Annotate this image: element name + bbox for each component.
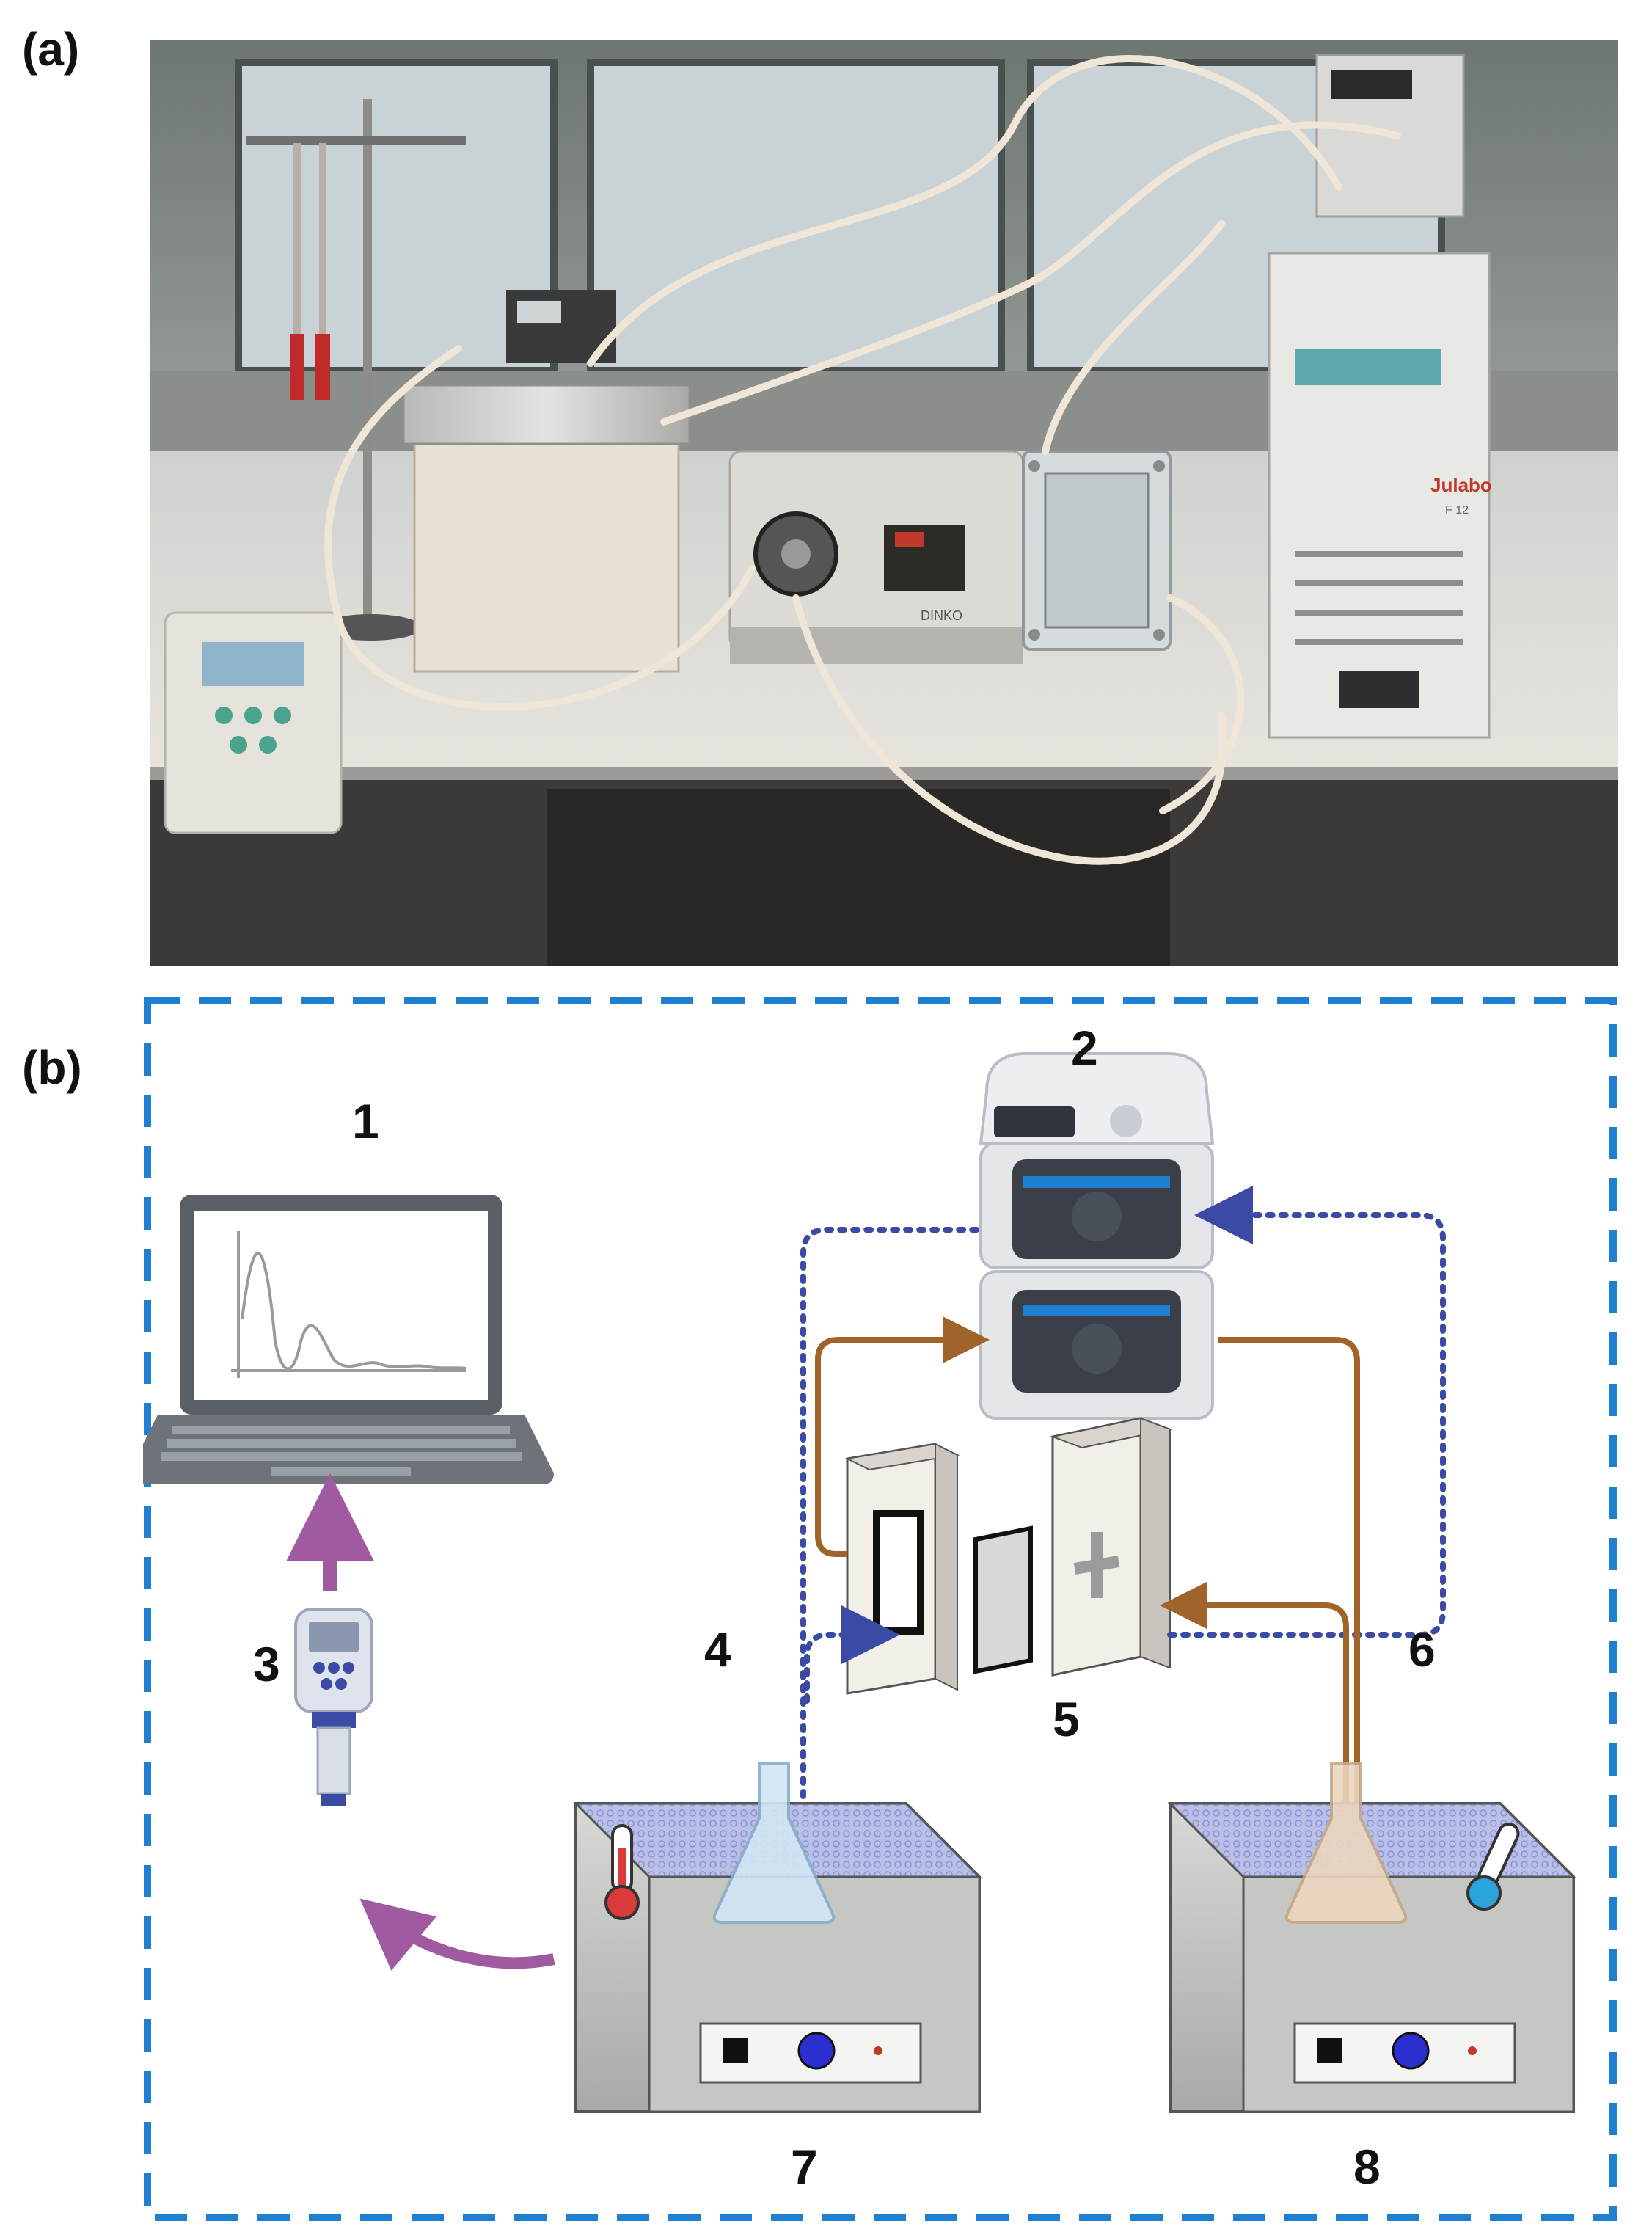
- chiller-device: Julabo F 12: [1268, 54, 1492, 739]
- window-panes: [235, 59, 1445, 374]
- label-3-meter: 3: [253, 1637, 280, 1691]
- laptop-keyboard: [161, 1426, 522, 1476]
- feed-loop-inlet-arrow: [804, 1605, 900, 1704]
- draw-loop-right: [1218, 1337, 1381, 1909]
- label-5-membrane-cell: 5: [1053, 1692, 1080, 1746]
- chiller-model-text: F 12: [1445, 504, 1469, 517]
- conductivity-meter-device: [164, 611, 343, 834]
- chiller-brand-text: Julabo: [1430, 474, 1492, 496]
- signal-arrow-curve: [359, 1898, 555, 1971]
- label-1-laptop: 1: [352, 1094, 379, 1148]
- draw-loop-left: [815, 1316, 990, 1557]
- water-bath-left: [402, 290, 691, 673]
- thermometer-hot-icon: [604, 1824, 640, 1920]
- conductivity-meter-icon: [294, 1608, 373, 1806]
- laptop-screen-plot: [231, 1231, 467, 1378]
- tubing: [324, 54, 1401, 865]
- lab-setup-photo: DINKO Julabo F 12: [150, 40, 1618, 966]
- label-8-draw-bath: 8: [1353, 2140, 1381, 2194]
- panel-a-label: (a): [22, 23, 80, 76]
- schematic-diagram: [143, 997, 1617, 2221]
- membrane-cell-left-plate: [844, 1443, 960, 1695]
- peristaltic-pump-device: DINKO: [728, 450, 1025, 664]
- feed-loop-left: [800, 1227, 984, 1852]
- draw-flask-icon: [1284, 1762, 1408, 1924]
- label-4-feed-flask: 4: [704, 1622, 731, 1677]
- schematic-border: [144, 997, 1617, 2221]
- panel-b-label: (b): [22, 1041, 82, 1094]
- label-6-draw-flask: 6: [1408, 1622, 1436, 1677]
- label-2-pump: 2: [1071, 1021, 1098, 1075]
- laptop-computer: [143, 1195, 554, 1484]
- membrane-cell-right-plate: [1050, 1417, 1173, 1677]
- membrane-cell-device: [1022, 450, 1172, 651]
- draw-loop-return: [1160, 1582, 1349, 1877]
- feed-loop-right: [1167, 1186, 1446, 1638]
- membrane-sheet: [973, 1525, 1033, 1674]
- water-bath-feed: [573, 1802, 982, 2113]
- feed-flask-icon: [712, 1762, 836, 1924]
- thermometer-cold-icon: [1466, 1822, 1520, 1911]
- peristaltic-pump-icon: [979, 1052, 1215, 1420]
- pump-brand-text: DINKO: [921, 608, 962, 623]
- label-7-feed-bath: 7: [791, 2140, 818, 2194]
